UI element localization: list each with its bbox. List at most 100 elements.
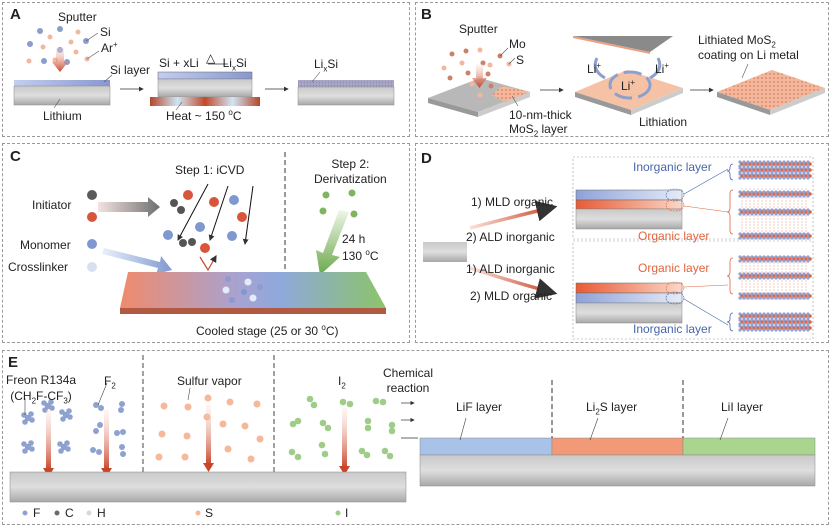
legend-h: H [97, 506, 106, 520]
inorganic-atom [786, 296, 790, 300]
sulfur-atom [158, 430, 166, 438]
si-layer-label: Si layer [110, 63, 151, 77]
fluorine-atom [63, 412, 69, 418]
inorganic-atom [798, 194, 802, 198]
inorganic-atom [754, 212, 758, 216]
inorganic-atom [798, 328, 802, 332]
inorganic-atom [750, 236, 754, 240]
inorganic-atom [758, 194, 762, 198]
inorganic-atom [766, 194, 770, 198]
crosslinker-label: Crosslinker [8, 260, 69, 274]
legend-marker [54, 510, 60, 516]
inorganic-atom [786, 194, 790, 198]
iodine-atom [306, 395, 314, 403]
legend-c: C [65, 506, 74, 520]
inorganic-atom [786, 259, 790, 263]
inorganic-atom [758, 328, 762, 332]
panel-a [2, 2, 410, 137]
inorganic-atom [778, 259, 782, 263]
inorganic-atom [778, 194, 782, 198]
iodine-atom [388, 427, 396, 435]
lithium-slab [13, 85, 111, 106]
legend-i: I [345, 506, 349, 520]
panel-label-d: D [421, 150, 432, 167]
inorganic-atom [770, 328, 774, 332]
inorganic-atom [762, 212, 766, 216]
ar-label: Ar+ [101, 40, 118, 55]
b-substrate-3 [717, 70, 825, 115]
sulfur-atom [155, 453, 163, 461]
sulfur-atom [219, 420, 227, 428]
inorganic-atom [738, 176, 742, 180]
inorganic-atom [778, 328, 782, 332]
inorganic-atom [782, 276, 786, 280]
inorganic-atom [794, 276, 798, 280]
inorganic-atom [762, 194, 766, 198]
inorganic-atom [782, 212, 786, 216]
inorganic-atom [754, 176, 758, 180]
inorganic-atom [782, 236, 786, 240]
iodine-atom [363, 451, 371, 459]
fluorine-atom [59, 409, 65, 415]
sulfur-atom [247, 455, 255, 463]
inorganic-atom [802, 212, 806, 216]
freon-label: Freon R134a (CH2F-CF3) [6, 373, 77, 406]
fluorine-atom [57, 441, 63, 447]
mo-s-particles [441, 47, 512, 98]
si-layer [14, 80, 110, 86]
derivatization-arrow [316, 210, 349, 275]
inorganic-atom [806, 296, 810, 300]
iodine-atom [358, 447, 366, 455]
inorganic-atom [798, 276, 802, 280]
inorganic-atom [806, 276, 810, 280]
legend-f: F [33, 506, 41, 520]
stage [120, 272, 386, 314]
lixsi-layer [298, 80, 394, 87]
inorganic-atom [766, 236, 770, 240]
fluorine-atom [66, 408, 72, 414]
monomer-label: Monomer [20, 238, 71, 252]
inorganic-layer-label-top: Inorganic layer [633, 160, 712, 174]
molecular-structure [738, 160, 812, 332]
fluorine-atom [114, 430, 120, 436]
inorganic-atom [774, 259, 778, 263]
iodine-atom [364, 424, 372, 432]
sulfur-atom [183, 432, 191, 440]
iodine-atom [294, 417, 302, 425]
inorganic-atom [766, 276, 770, 280]
sulfur-atom [226, 398, 234, 406]
inorganic-atom [758, 259, 762, 263]
legend-marker [335, 510, 341, 516]
inorganic-atom [802, 276, 806, 280]
f2-molecules [90, 401, 126, 457]
inorganic-atom [750, 296, 754, 300]
inorganic-atom [738, 194, 742, 198]
mo-label: Mo [509, 37, 526, 51]
panel-b [415, 2, 829, 137]
inorganic-atom [750, 194, 754, 198]
inorganic-atom [798, 236, 802, 240]
initiator-label: Initiator [32, 198, 72, 212]
panel-label-a: A [10, 6, 21, 23]
inorganic-atom [758, 276, 762, 280]
inorganic-atom [774, 194, 778, 198]
inorganic-atom [750, 212, 754, 216]
sulfur-atom [224, 445, 232, 453]
sputter-arrow [52, 48, 68, 72]
fluorine-atom [93, 428, 99, 434]
inorganic-atom [766, 212, 770, 216]
green-particles [319, 189, 358, 218]
panel-c [2, 143, 410, 343]
inorganic-atom [806, 328, 810, 332]
inorganic-atom [770, 259, 774, 263]
iodine-atom [294, 453, 302, 461]
inorganic-atom [786, 236, 790, 240]
inorganic-atom [750, 276, 754, 280]
li-ion-label-right: Li+ [655, 61, 670, 76]
inorganic-atom [750, 176, 754, 180]
si-label: Si [100, 25, 111, 39]
legend-marker [22, 510, 28, 516]
inorganic-atom [802, 236, 806, 240]
lithiated-coating-label: Lithiated MoS2 coating on Li metal [698, 33, 799, 62]
inorganic-atom [790, 194, 794, 198]
